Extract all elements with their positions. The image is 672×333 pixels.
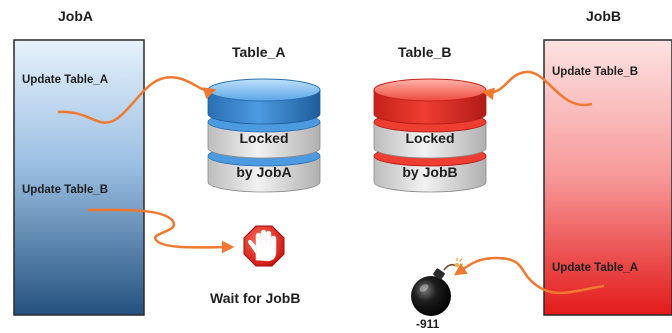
joba-step-update-table-b: Update Table_B	[22, 184, 109, 196]
table-b-owner-label: by JobB	[402, 164, 458, 180]
table-a-locked-label: Locked	[239, 130, 289, 146]
jobb-panel	[543, 39, 672, 316]
wait-label: Wait for JobB	[210, 290, 301, 306]
jobb-step-update-table-b: Update Table_B	[552, 66, 639, 78]
table-b-cylinder	[373, 78, 487, 193]
stop-hand-icon	[243, 225, 285, 267]
bomb-icon	[411, 258, 464, 316]
joba-title: JobA	[58, 8, 93, 24]
jobb-step-update-table-a: Update Table_A	[552, 262, 639, 274]
table-a-owner-label: by JobA	[236, 164, 292, 180]
joba-step-update-table-a: Update Table_A	[22, 74, 109, 86]
table-b-locked-label: Locked	[405, 130, 455, 146]
table-a-cylinder	[207, 78, 321, 193]
arrow-jobb-to-bomb	[453, 256, 605, 295]
joba-panel	[13, 39, 145, 316]
arrow-joba-to-table-a	[57, 75, 217, 124]
table-b-title: Table_B	[398, 44, 452, 60]
jobb-title: JobB	[586, 8, 621, 24]
arrow-joba-to-wait	[87, 208, 235, 254]
error-code-label: -911	[416, 317, 440, 331]
arrow-jobb-to-table-b	[481, 70, 593, 107]
table-a-title: Table_A	[232, 44, 286, 60]
